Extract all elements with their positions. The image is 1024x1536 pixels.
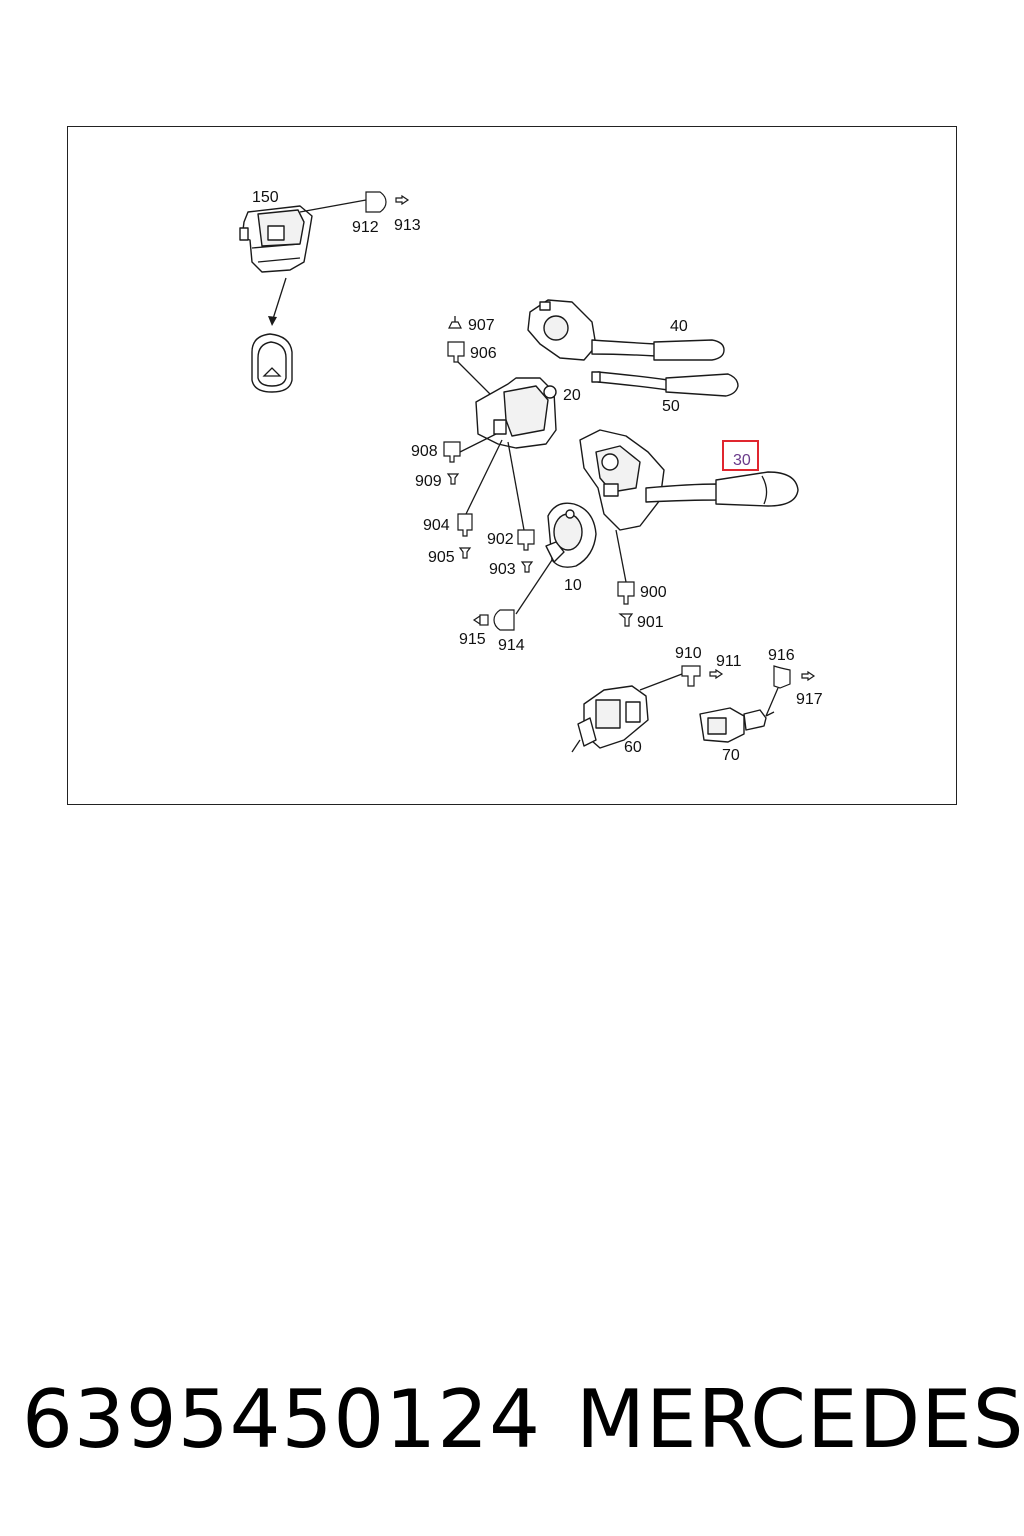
callout-50: 50	[662, 398, 680, 415]
hardware-900	[617, 581, 635, 605]
part-70-sensor[interactable]	[699, 707, 775, 743]
part-150-switch-housing[interactable]	[239, 205, 313, 273]
hardware-904	[457, 513, 473, 537]
leader-30-900	[615, 529, 627, 583]
part-40-stalk-switch[interactable]	[527, 299, 725, 361]
hardware-902	[517, 529, 535, 551]
hardware-915	[472, 614, 489, 626]
part-50-lever[interactable]	[591, 371, 739, 397]
callout-30: 30	[733, 452, 751, 469]
callout-60: 60	[624, 739, 642, 756]
part-30-combination-switch[interactable]	[579, 429, 799, 531]
callout-908: 908	[411, 443, 438, 460]
hardware-905	[458, 547, 472, 559]
callout-907: 907	[468, 317, 495, 334]
callout-901: 901	[637, 614, 664, 631]
roof-button-cap[interactable]	[251, 333, 293, 393]
callout-20: 20	[563, 387, 581, 404]
leader-20-908	[459, 433, 497, 453]
callout-900: 900	[640, 584, 667, 601]
part-20-switch-block[interactable]	[475, 377, 557, 449]
callout-909: 909	[415, 473, 442, 490]
callout-913: 913	[394, 217, 421, 234]
footer-caption: 6395450124 MERCEDES	[0, 1372, 1024, 1468]
callout-150: 150	[252, 189, 279, 206]
callout-10: 10	[564, 577, 582, 594]
hardware-909	[446, 473, 460, 485]
callout-916: 916	[768, 647, 795, 664]
callout-70: 70	[722, 747, 740, 764]
hardware-910	[681, 665, 701, 687]
callout-906: 906	[470, 345, 497, 362]
part-number: 6395450124	[22, 1373, 541, 1466]
callout-914: 914	[498, 637, 525, 654]
callout-905: 905	[428, 549, 455, 566]
hardware-901	[618, 613, 634, 627]
hardware-906	[447, 341, 465, 363]
hardware-911	[709, 668, 724, 680]
hardware-914	[493, 609, 515, 631]
highlight-box-30[interactable]	[722, 440, 759, 471]
leader-916-70	[765, 687, 779, 717]
hardware-913	[395, 194, 410, 206]
callout-910: 910	[675, 645, 702, 662]
arrow-150-button	[271, 277, 287, 323]
callout-917: 917	[796, 691, 823, 708]
leader-20-902	[507, 441, 525, 531]
leader-20-904	[465, 439, 503, 515]
hardware-912	[365, 191, 387, 213]
callout-902: 902	[487, 531, 514, 548]
part-10-clock-spring[interactable]	[545, 502, 597, 568]
leader-10-914	[515, 559, 553, 615]
diagram-frame	[67, 126, 957, 805]
leader-906-20	[457, 361, 495, 399]
hardware-907	[448, 316, 462, 329]
hardware-908	[443, 441, 461, 463]
hardware-903	[520, 561, 534, 573]
callout-912: 912	[352, 219, 379, 236]
hardware-917	[801, 670, 816, 682]
leader-910-60	[639, 673, 683, 691]
hardware-916	[773, 665, 791, 689]
callout-904: 904	[423, 517, 450, 534]
part-60-switch[interactable]	[571, 685, 649, 753]
brand-name: MERCEDES	[576, 1373, 1024, 1466]
callout-911: 911	[716, 653, 742, 670]
callout-40: 40	[670, 318, 688, 335]
callout-903: 903	[489, 561, 516, 578]
callout-915: 915	[459, 631, 486, 648]
leader-150-912	[299, 199, 367, 213]
